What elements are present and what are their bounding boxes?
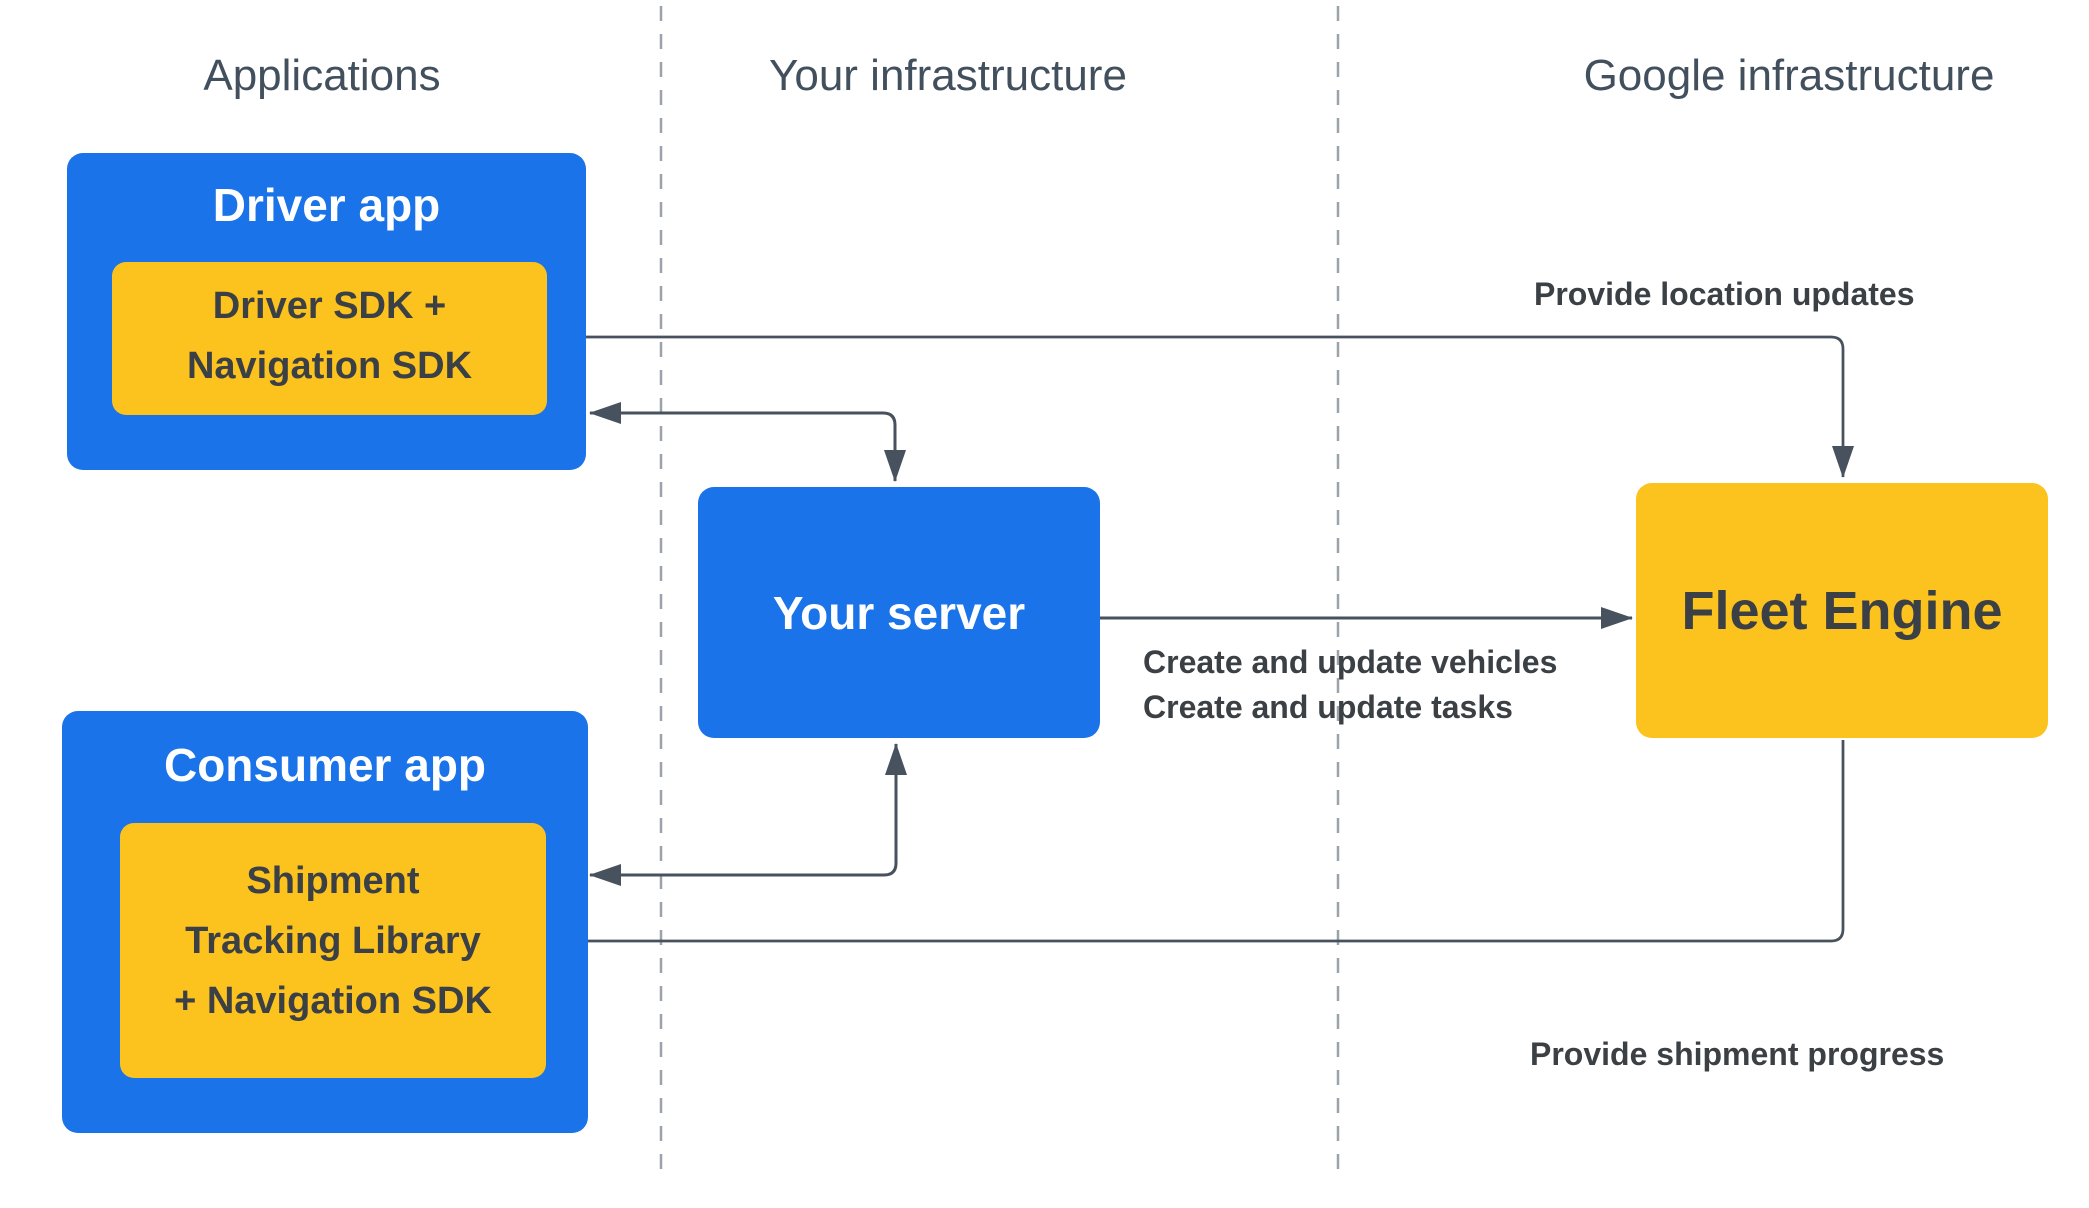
column-header-google-infrastructure: Google infrastructure: [1583, 51, 1995, 100]
label-create-update-vehicles: Create and update vehicles: [1143, 644, 1558, 680]
arrow-provide-location-updates: [548, 326, 1854, 478]
shipment-tracking-line-2: Tracking Library: [185, 920, 481, 962]
label-provide-location-updates: Provide location updates: [1534, 276, 1915, 312]
arrow-driver-app-your-server: [589, 402, 906, 482]
consumer-app-node: Consumer app Shipment Tracking Library +…: [62, 711, 588, 1133]
driver-sdk-line-1: Driver SDK +: [212, 285, 447, 327]
shipment-tracking-library-node: Shipment Tracking Library + Navigation S…: [120, 823, 546, 1078]
label-create-and-update: Create and update vehicles Create and up…: [1143, 640, 1557, 730]
label-create-update-tasks: Create and update tasks: [1143, 689, 1513, 725]
driver-sdk-line-2: Navigation SDK: [186, 345, 473, 387]
driver-app-node: Driver app Driver SDK + Navigation SDK: [67, 153, 586, 470]
label-provide-shipment-progress: Provide shipment progress: [1530, 1036, 1945, 1072]
fleet-engine-title: Fleet Engine: [1681, 580, 2003, 641]
arrow-provide-shipment-progress: [550, 740, 1845, 952]
shipment-tracking-line-1: Shipment: [246, 860, 420, 902]
arrow-consumer-app-your-server: [589, 743, 907, 886]
driver-app-title: Driver app: [212, 179, 441, 231]
shipment-tracking-line-3: + Navigation SDK: [174, 980, 492, 1022]
column-header-your-infrastructure: Your infrastructure: [769, 51, 1127, 100]
consumer-app-title: Consumer app: [163, 739, 487, 791]
your-server-node: Your server: [698, 487, 1100, 738]
fleet-engine-node: Fleet Engine: [1636, 483, 2048, 738]
your-server-title: Your server: [772, 586, 1026, 639]
driver-sdk-node: Driver SDK + Navigation SDK: [112, 262, 547, 415]
column-header-applications: Applications: [203, 51, 441, 100]
